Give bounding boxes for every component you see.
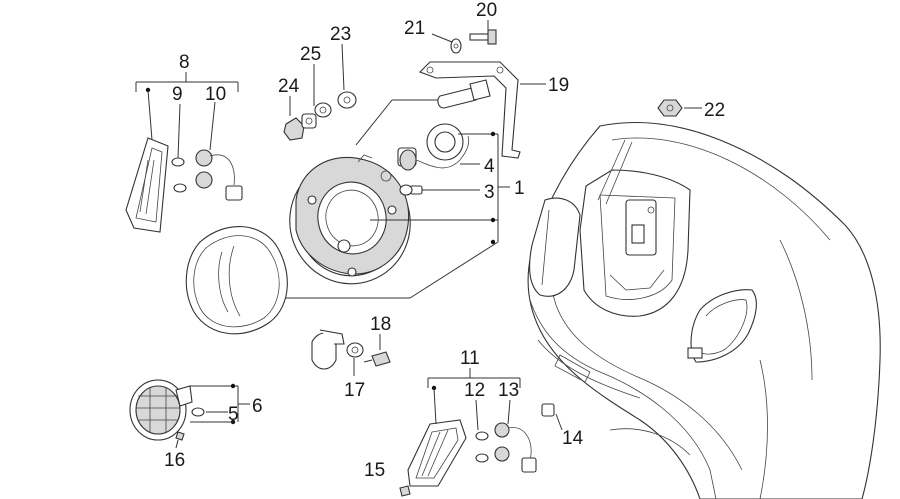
right-indicator [399, 368, 563, 497]
callout-20: 20 [476, 0, 497, 21]
callout-9: 9 [172, 84, 183, 105]
left-indicator [125, 72, 243, 233]
hardware-stack-23-25 [283, 43, 357, 141]
bracket-17-18 [311, 329, 391, 376]
callout-1: 1 [514, 178, 525, 199]
headlight-lens [185, 226, 288, 335]
callout-16: 16 [164, 450, 185, 471]
parking-bulb [399, 184, 423, 196]
washer-21 [431, 33, 462, 54]
nut-22 [657, 99, 702, 117]
callout-25: 25 [300, 44, 321, 65]
callout-15: 15 [364, 460, 385, 481]
callout-labels: 1 3 4 5 6 8 9 10 11 12 13 14 15 16 17 18… [164, 0, 725, 481]
callout-10: 10 [205, 84, 226, 105]
callout-11: 11 [460, 348, 480, 369]
bolt-20 [469, 20, 497, 45]
headlight-bulb [397, 123, 470, 171]
headlight-bracket [419, 61, 546, 159]
callout-5: 5 [228, 404, 239, 425]
callout-8: 8 [179, 52, 190, 73]
callout-3: 3 [484, 182, 495, 203]
callout-4: 4 [484, 156, 495, 177]
headlight-housing [289, 154, 411, 285]
callout-13: 13 [498, 380, 519, 401]
callout-6: 6 [252, 396, 263, 417]
front-shield-body [527, 121, 881, 499]
callout-14: 14 [562, 428, 584, 449]
callout-22: 22 [704, 100, 725, 121]
side-lamp-6 [129, 379, 250, 449]
callout-19: 19 [548, 75, 569, 96]
callout-12: 12 [464, 380, 485, 401]
callout-23: 23 [330, 24, 351, 45]
callout-17: 17 [344, 380, 365, 401]
callout-21: 21 [404, 18, 425, 39]
callout-24: 24 [278, 76, 300, 97]
group-1-leaders [286, 99, 510, 299]
callout-18: 18 [370, 314, 391, 335]
